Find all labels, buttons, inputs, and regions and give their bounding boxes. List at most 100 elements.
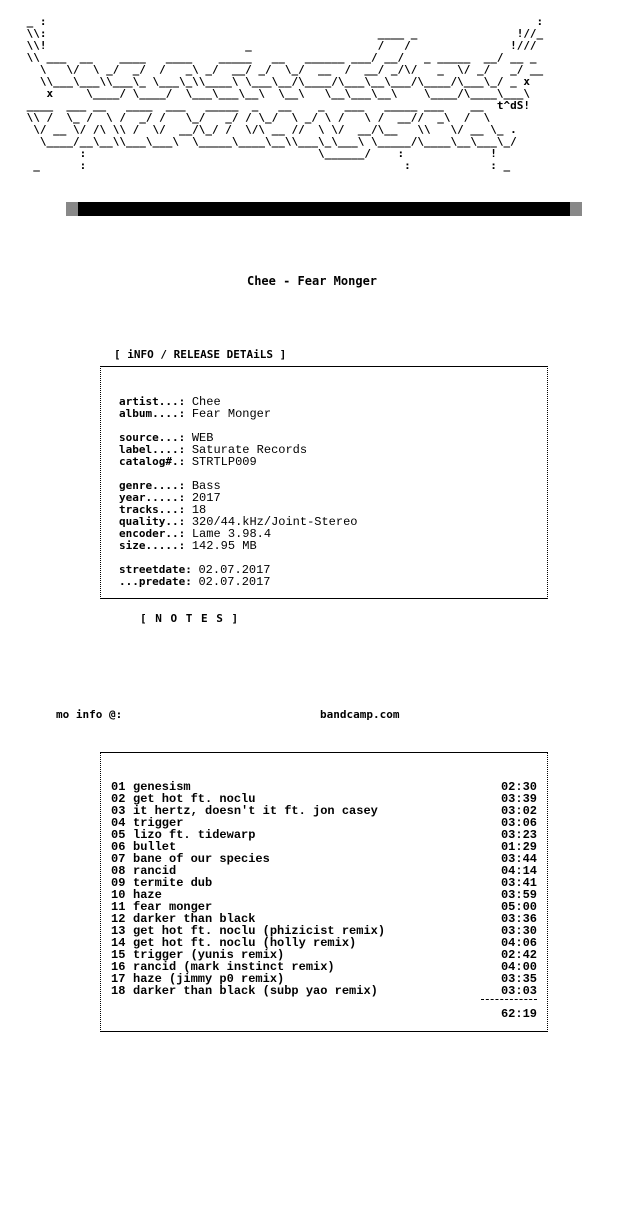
track-number: 09 [111,876,126,890]
track-duration: 03:06 [500,816,537,830]
track-title: darker than black (subp yao remix) [133,984,378,998]
more-info-label: mo info @: [56,708,123,721]
track-number: 18 [111,984,126,998]
detail-value: 18 [191,503,207,517]
detail-label: size.....: [119,539,192,552]
detail-label: label....: [119,443,192,456]
track-number: 05 [111,828,126,842]
track-duration: 03:35 [500,972,537,986]
detail-value: 2017 [191,491,221,505]
track-number: 13 [111,924,126,938]
header-divider-bar [66,202,582,216]
release-title: Chee - Fear Monger [246,274,378,288]
track-title: rancid (mark instinct remix) [133,960,335,974]
detail-row: streetdate: 02.07.2017 [119,563,271,577]
detail-label: encoder..: [119,527,192,540]
track-duration: 03:39 [500,792,537,806]
track-duration: 03:23 [500,828,537,842]
detail-row: quality..: 320/44.kHz/Joint-Stereo [119,516,358,529]
track-duration: 03:02 [500,804,537,818]
track-row: 08 rancid 04:14 [111,865,537,877]
notes-section-title: [ N O T E S ] [140,612,240,625]
detail-label: artist...: [119,395,192,408]
track-number: 01 [111,780,126,794]
track-row: 01 genesism 02:30 [111,781,537,793]
ascii-logo-art: _ : : \\: ____ _ !//_ \\! _ [26,15,544,172]
track-title: get hot ft. noclu (phizicist remix) [133,924,386,938]
track-number: 06 [111,840,126,854]
track-number: 11 [111,900,126,914]
detail-value: Chee [191,395,221,409]
detail-row: ...predate: 02.07.2017 [119,575,271,589]
detail-label: streetdate: [119,563,199,576]
track-row: 13 get hot ft. noclu (phizicist remix) 03:… [111,925,537,937]
track-duration: 03:41 [500,876,537,890]
track-duration: 03:44 [500,852,537,866]
track-row: 11 fear monger 05:00 [111,901,537,913]
detail-label: source...: [119,431,192,444]
track-row: 18 darker than black (subp yao remix) 03:0… [111,985,537,997]
track-title: it hertz, doesn't it ft. jon casey [133,804,378,818]
track-number: 14 [111,936,126,950]
track-title: fear monger [133,900,213,914]
detail-row: label....: Saturate Records [119,443,308,457]
track-number: 15 [111,948,126,962]
more-info-value: bandcamp.com [320,708,400,721]
track-row: 06 bullet 01:29 [111,841,537,853]
track-row: 15 trigger (yunis remix) 02:42 [111,949,537,961]
track-title: get hot ft. noclu [133,792,256,806]
track-title: bullet [133,840,177,854]
detail-value: 02.07.2017 [198,563,271,577]
detail-value: WEB [191,431,214,445]
detail-row: album....: Fear Monger [119,407,272,421]
detail-row: tracks...: 18 [119,503,207,517]
total-rule [481,999,537,1000]
info-section-title: [ iNFO / RELEASE DETAiLS ] [114,348,287,361]
track-title: lizo ft. tidewarp [133,828,256,842]
track-duration: 04:14 [500,864,537,878]
detail-value: 02.07.2017 [198,575,271,589]
track-title: haze [133,888,162,902]
track-duration: 03:30 [500,924,537,938]
detail-label: tracks...: [119,503,192,516]
track-number: 16 [111,960,126,974]
detail-row: genre....: Bass [119,479,221,493]
track-duration: 04:06 [500,936,537,950]
detail-value: Bass [191,479,221,493]
track-duration: 02:30 [500,780,537,794]
track-number: 04 [111,816,126,830]
track-row: 16 rancid (mark instinct remix) 04:00 [111,961,537,973]
detail-row: year.....: 2017 [119,491,221,505]
track-duration: 04:00 [500,960,537,974]
track-duration: 05:00 [500,900,537,914]
track-duration: 03:03 [500,984,537,998]
track-duration: 01:29 [500,840,537,854]
track-duration: 03:36 [500,912,537,926]
detail-row: artist...: Chee [119,395,221,409]
track-number: 03 [111,804,126,818]
track-duration: 02:42 [500,948,537,962]
detail-value: STRTLP009 [191,455,257,469]
track-title: bane of our species [133,852,270,866]
detail-value: 142.95 MB [191,539,257,553]
track-title: trigger (yunis remix) [133,948,285,962]
detail-label: ...predate: [119,575,199,588]
total-duration: 62:19 [500,1007,537,1021]
detail-value: Saturate Records [191,443,308,457]
track-number: 08 [111,864,126,878]
detail-row: encoder..: Lame 3.98.4 [119,527,271,541]
track-title: genesism [133,780,191,794]
track-number: 12 [111,912,126,926]
detail-row: source...: WEB [119,431,214,445]
detail-value: Fear Monger [191,407,272,421]
track-title: rancid [133,864,177,878]
